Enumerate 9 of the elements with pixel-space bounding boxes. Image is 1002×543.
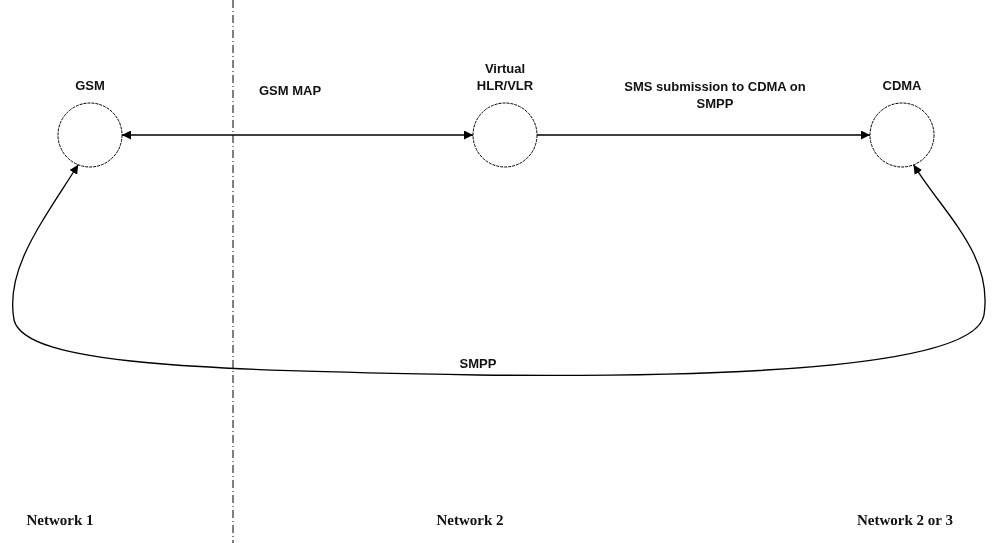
node-label: Virtual HLR/VLR [475,60,535,94]
node-label: CDMA [881,77,923,94]
arrow [12,164,986,377]
network-label: Network 2 [436,512,504,529]
network-label: Network 2 or 3 [857,512,953,529]
node-label: GSM [74,77,106,94]
network-label: Network 1 [26,512,94,529]
arrow [536,130,871,140]
arrow [121,130,474,140]
